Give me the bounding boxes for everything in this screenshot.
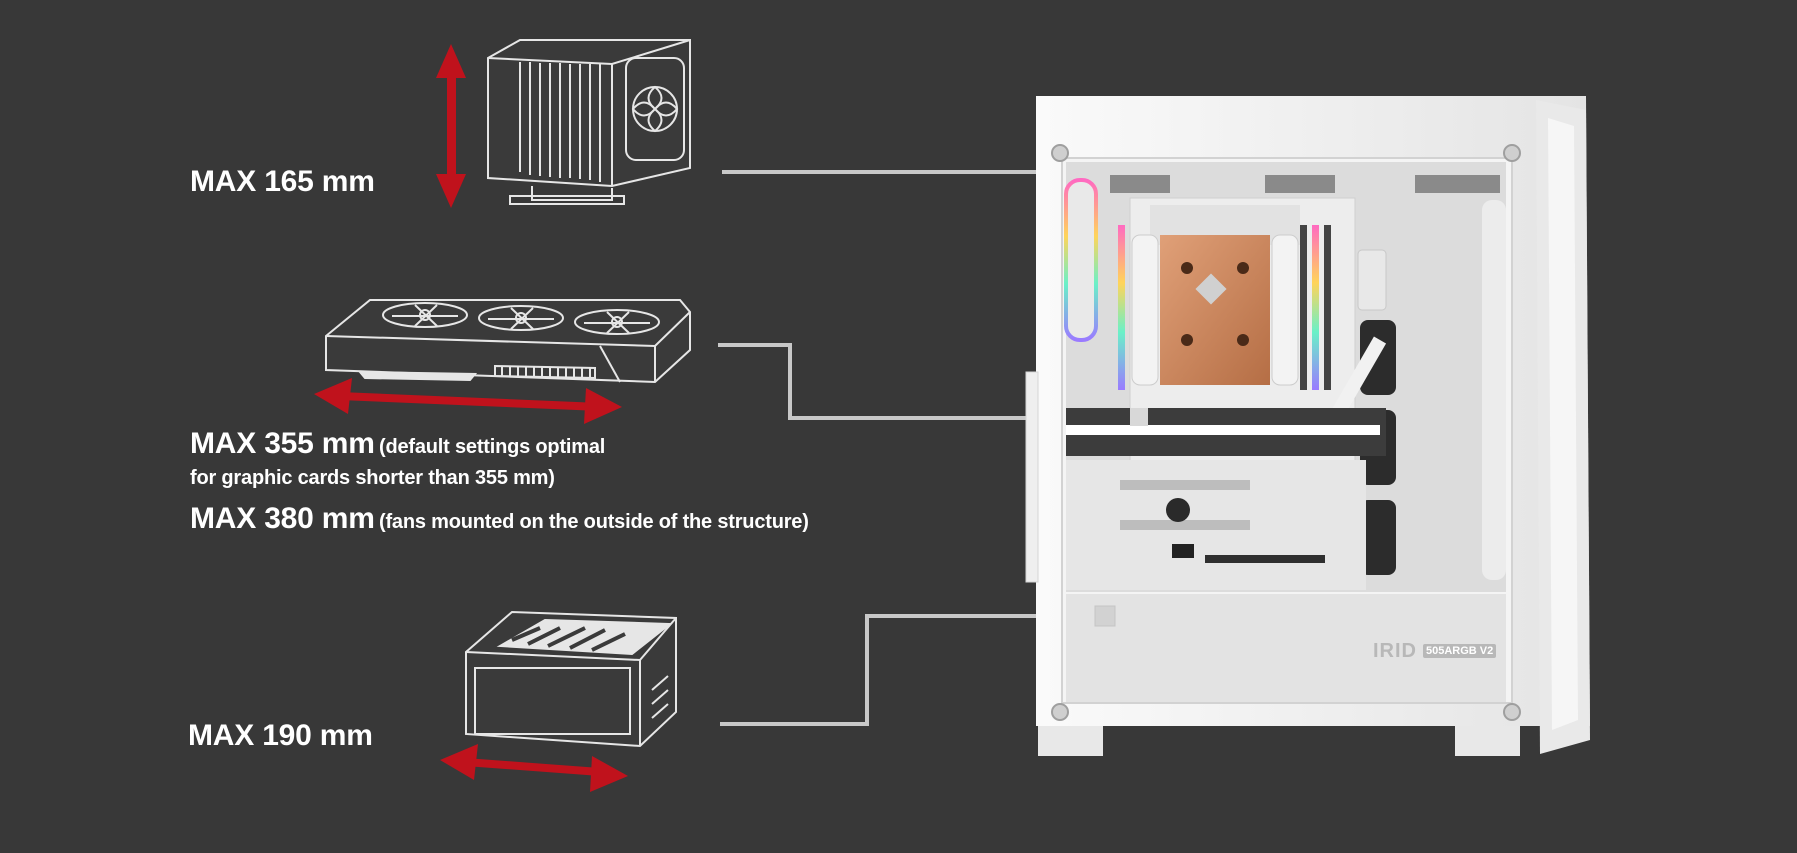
- case-brand-logo: IRID: [1373, 640, 1417, 662]
- gpu-length-max-note: (fans mounted on the outside of the stru…: [379, 511, 809, 533]
- gpu-length-default-value: MAX 355 mm: [190, 427, 375, 460]
- case-model-badge: 505ARGB V2: [1423, 644, 1497, 658]
- graphics-card-icon: [325, 299, 691, 384]
- pc-case-illustration: [1025, 96, 1590, 756]
- gpu-length-default-note-continued: for graphic cards shorter than 355 mm): [190, 467, 555, 489]
- gpu-length-default-note: (default settings optimal: [379, 436, 606, 458]
- gpu-length-default: MAX 355 mm (default settings optimal: [190, 427, 605, 461]
- cooler-height-label: MAX 165 mm: [190, 165, 375, 198]
- gpu-length-max-value: MAX 380 mm: [190, 502, 375, 535]
- power-supply-icon: [465, 610, 677, 748]
- height-arrow-icon: [436, 44, 466, 208]
- psu-length-label: MAX 190 mm: [188, 719, 373, 752]
- length-arrow-icon-psu: [440, 744, 628, 792]
- length-arrow-icon-gpu: [314, 378, 622, 424]
- cpu-cooler-icon: [487, 39, 691, 205]
- gpu-length-max: MAX 380 mm (fans mounted on the outside …: [190, 502, 809, 536]
